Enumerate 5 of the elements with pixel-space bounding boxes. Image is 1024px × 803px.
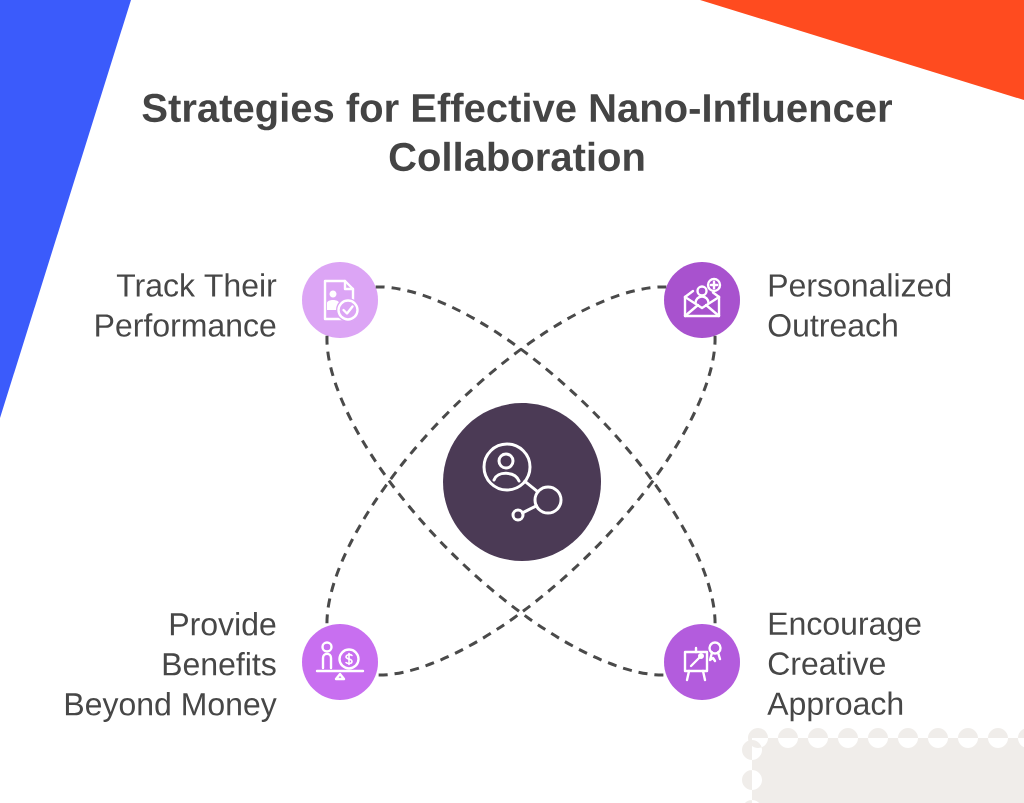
strategy-label: Track Their Performance — [96, 273, 277, 337]
strategy-label: Personalized Outreach — [768, 273, 951, 337]
strategy-label: Provide Benefits Beyond Money — [65, 612, 277, 722]
strategy-label: Encourage Creative Approach — [767, 612, 921, 722]
title: Strategies for Effective Nano-Influencer Collaboration — [142, 92, 892, 172]
